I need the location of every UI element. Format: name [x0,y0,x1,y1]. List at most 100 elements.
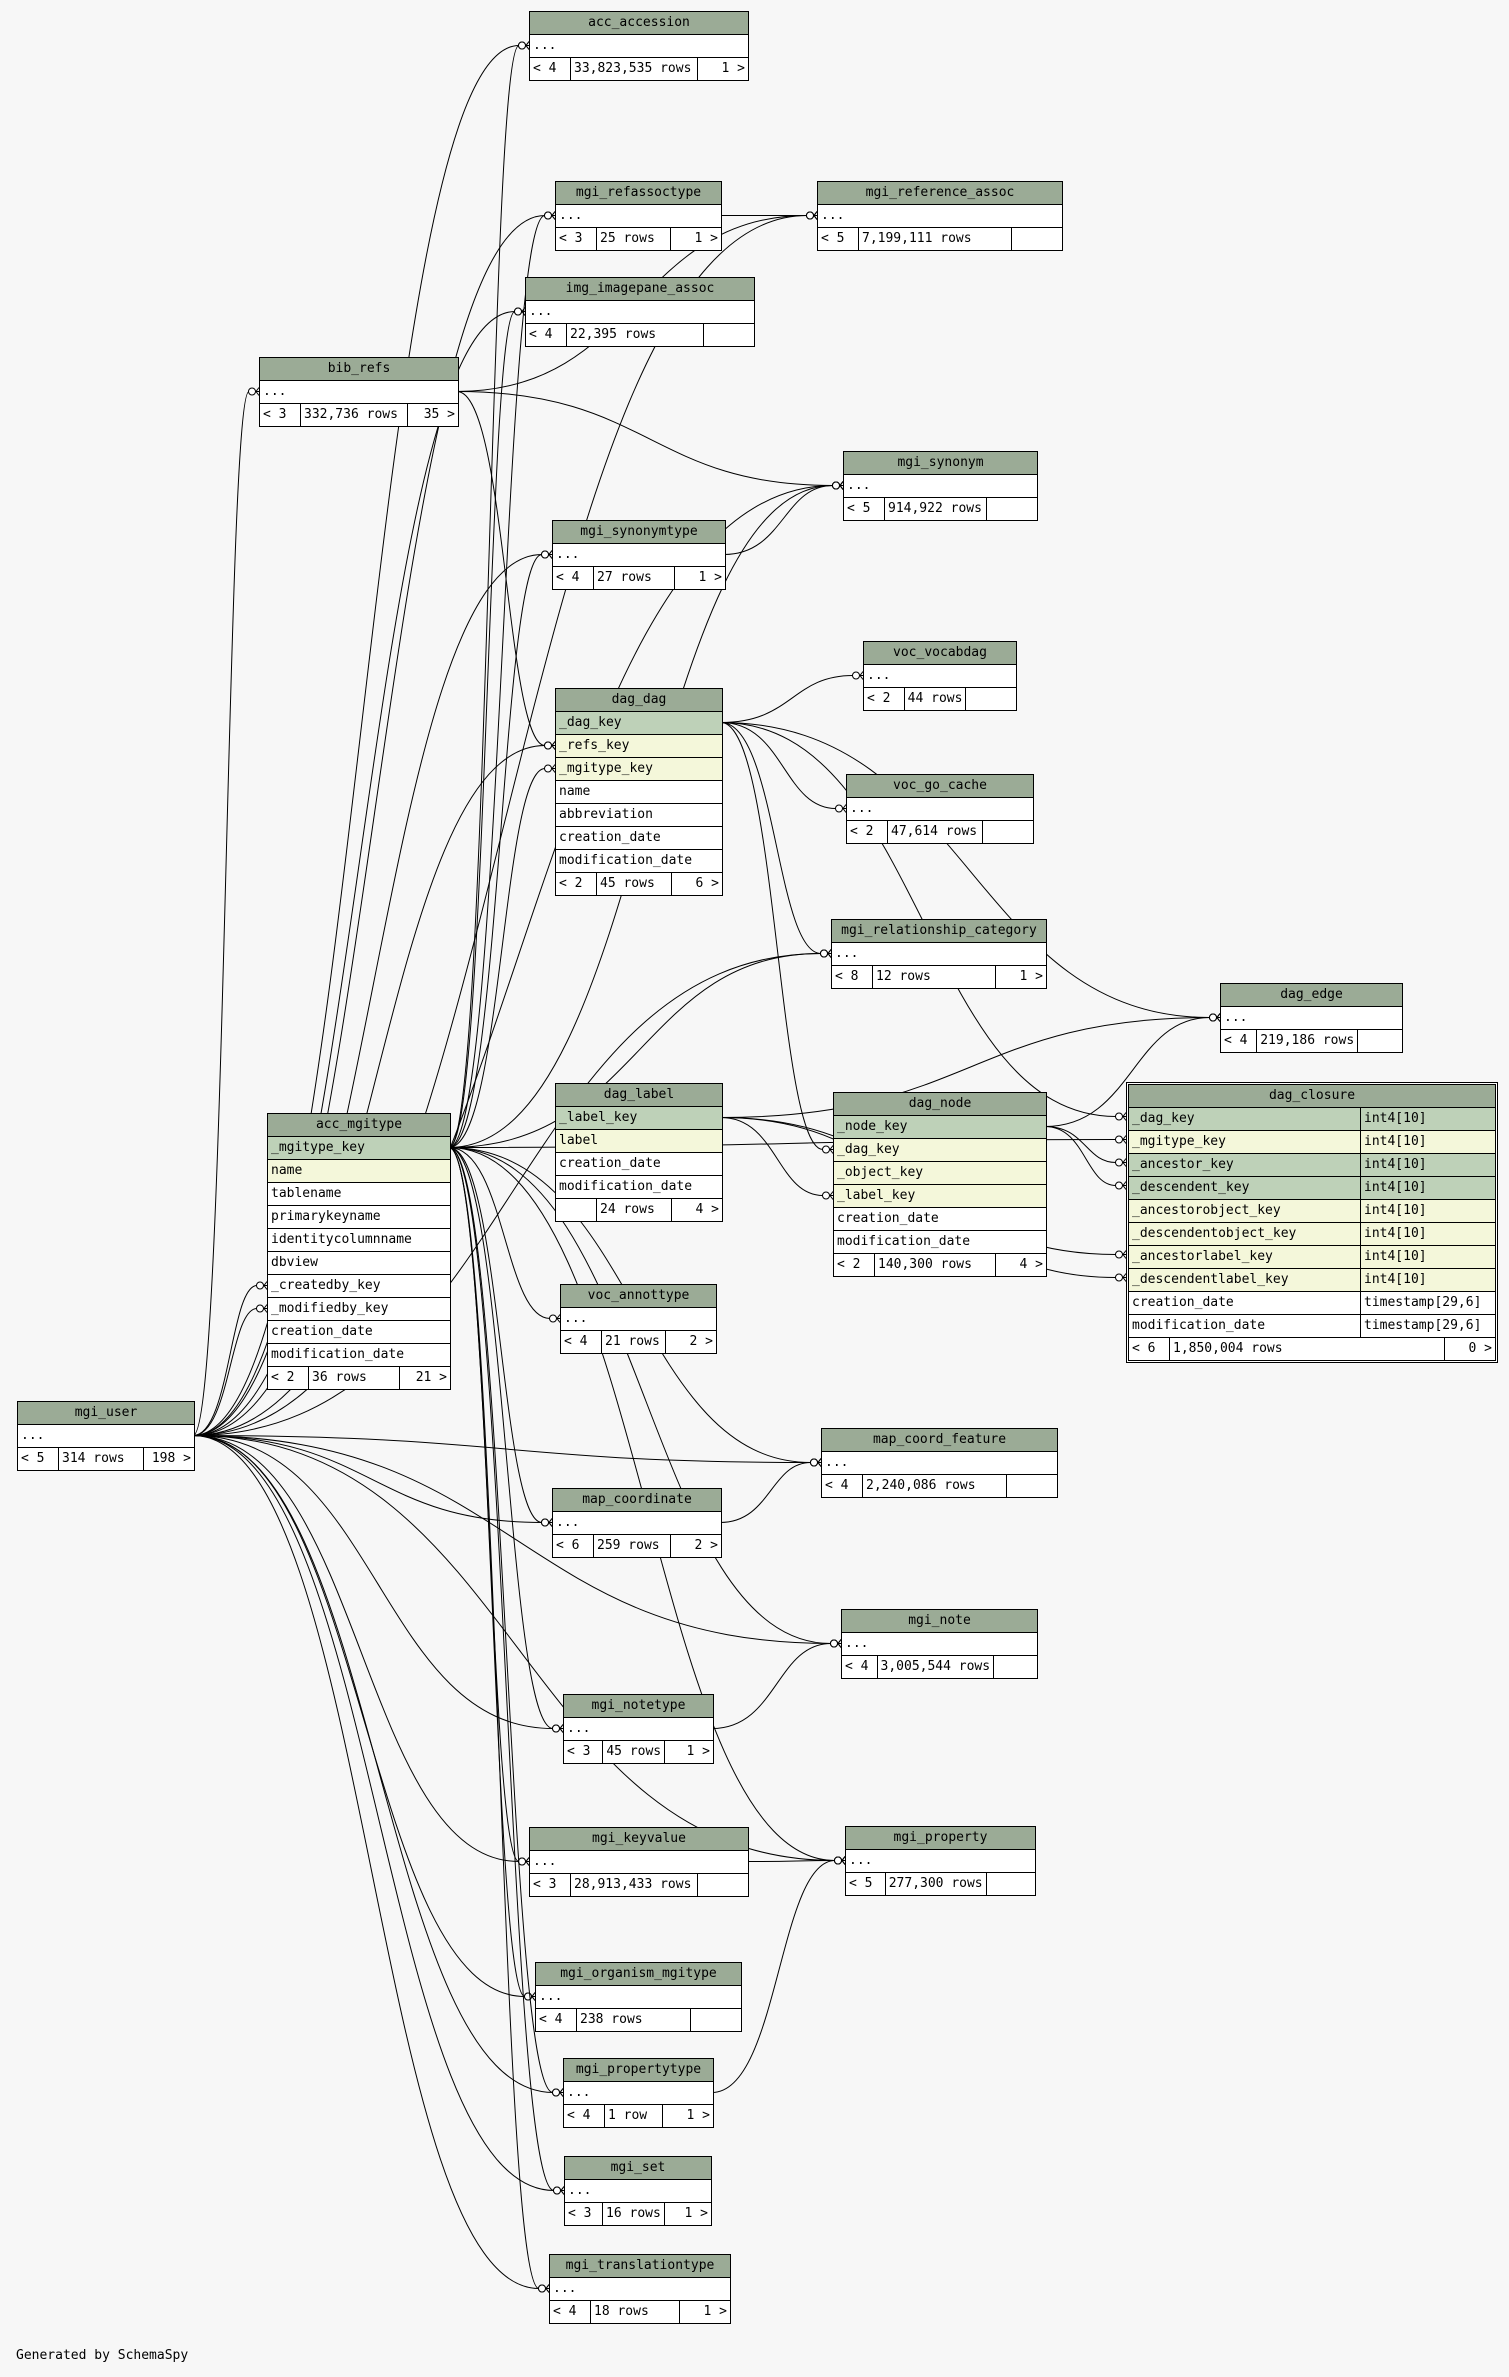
table-name[interactable]: mgi_user [18,1402,194,1425]
table-name[interactable]: map_coordinate [553,1489,721,1512]
parent-count[interactable]: < 3 [533,1877,557,1892]
child-count[interactable] [965,688,1016,710]
child-count[interactable]: 2 > [665,1331,716,1353]
table-name[interactable]: mgi_organism_mgitype [536,1963,741,1986]
table-name[interactable]: dag_node [834,1093,1046,1116]
child-count[interactable]: 1 > [697,58,748,80]
child-count[interactable] [993,1656,1037,1678]
table-name[interactable]: mgi_keyvalue [530,1828,748,1851]
table-name[interactable]: acc_accession [530,12,748,35]
child-count[interactable]: 35 > [407,404,458,426]
parent-count[interactable]: < 2 [867,691,891,706]
table-name[interactable]: mgi_set [565,2157,711,2180]
parent-count[interactable] [556,1199,596,1221]
child-count[interactable]: 21 > [399,1367,450,1389]
parent-count[interactable]: < 3 [568,2206,592,2221]
table-name[interactable]: mgi_translationtype [550,2255,730,2278]
child-count[interactable] [986,498,1037,520]
parent-count[interactable]: < 5 [849,1876,873,1891]
table-name[interactable]: mgi_synonym [844,452,1037,475]
child-count[interactable]: 6 > [671,873,722,895]
parent-count[interactable]: < 4 [825,1478,849,1493]
parent-count[interactable]: < 4 [533,61,557,76]
child-count[interactable] [982,821,1033,843]
table-name[interactable]: voc_annottype [561,1285,716,1308]
parent-count[interactable]: < 6 [1132,1341,1156,1356]
parent-count[interactable]: < 3 [567,1744,591,1759]
child-count[interactable]: 1 > [674,567,725,589]
child-count[interactable]: 1 > [670,228,721,250]
child-count[interactable] [703,324,754,346]
parent-count[interactable]: < 4 [564,1334,588,1349]
table-name[interactable]: voc_vocabdag [864,642,1016,665]
table-name[interactable]: bib_refs [260,358,458,381]
parent-count[interactable]: < 4 [539,2012,563,2027]
table-name[interactable]: dag_dag [556,689,722,712]
table-name[interactable]: dag_label [556,1084,722,1107]
table-name[interactable]: acc_mgitype [268,1114,450,1137]
child-count[interactable]: 4 > [671,1199,722,1221]
child-count[interactable]: 1 > [664,1741,713,1763]
parent-count[interactable]: < 4 [567,2108,591,2123]
child-count[interactable]: 1 > [679,2301,730,2323]
parent-count[interactable]: < 2 [559,876,583,891]
table-name[interactable]: voc_go_cache [847,775,1033,798]
table-name[interactable]: dag_closure [1129,1085,1495,1108]
child-count[interactable] [1011,228,1062,250]
parent-count[interactable]: < 4 [529,327,553,342]
child-count[interactable]: 4 > [995,1254,1046,1276]
table-name[interactable]: mgi_note [842,1610,1037,1633]
parent-count[interactable]: < 5 [821,231,845,246]
table-dag-node[interactable]: dag_node_node_key_dag_key_object_key_lab… [833,1092,1047,1277]
parent-count[interactable]: < 5 [21,1451,45,1466]
parent-count[interactable]: < 2 [837,1257,861,1272]
child-count[interactable]: 198 > [143,1448,194,1470]
child-count[interactable]: 1 > [663,2203,711,2225]
parent-count[interactable]: < 2 [271,1370,295,1385]
child-count[interactable]: 1 > [662,2105,713,2127]
table-name[interactable]: dag_edge [1221,984,1402,1007]
parent-count[interactable]: < 5 [847,501,871,516]
child-count[interactable] [697,1874,748,1896]
parent-count[interactable]: < 3 [263,407,287,422]
table-name[interactable]: mgi_synonymtype [553,521,725,544]
child-count[interactable]: 1 > [995,966,1046,988]
table-name[interactable]: mgi_relationship_category [832,920,1046,943]
table-name[interactable]: mgi_notetype [564,1695,713,1718]
parent-count[interactable]: < 8 [835,969,859,984]
parent-count[interactable]: < 4 [1224,1033,1248,1048]
parent-count[interactable]: < 4 [556,570,580,585]
child-count[interactable] [1006,1475,1057,1497]
parent-count[interactable]: < 2 [850,824,874,839]
table-name[interactable]: map_coord_feature [822,1429,1057,1452]
parent-count[interactable]: < 4 [845,1659,869,1674]
parent-count[interactable]: < 4 [553,2304,577,2319]
table-name[interactable]: img_imagepane_assoc [526,278,754,301]
table-name[interactable]: mgi_property [846,1827,1035,1850]
